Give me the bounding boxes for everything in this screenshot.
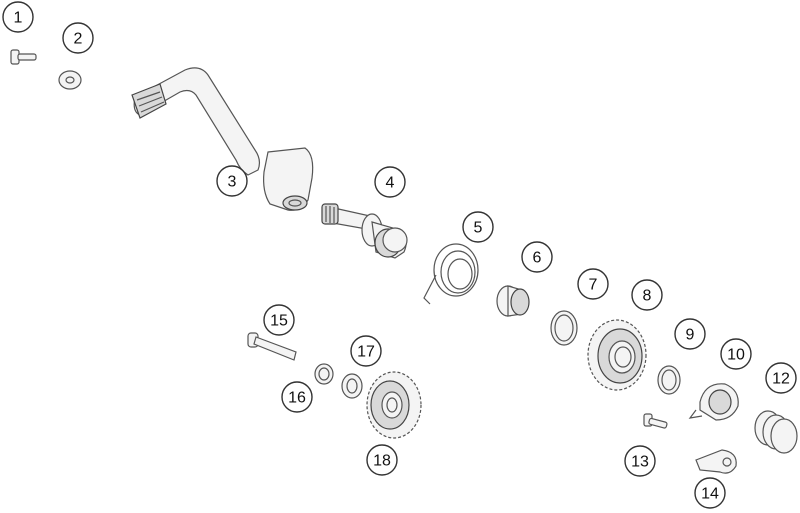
part-6-bushing xyxy=(496,285,530,317)
callout-label: 8 xyxy=(643,288,652,305)
callout-1: 1 xyxy=(2,1,34,33)
part-12-spring xyxy=(754,410,798,454)
part-15-bolt xyxy=(247,332,297,361)
callout-circle xyxy=(216,165,248,197)
callout-circle xyxy=(674,318,706,350)
part-16-washer xyxy=(314,363,334,385)
callout-label: 6 xyxy=(533,250,542,267)
callout-label: 16 xyxy=(288,390,306,407)
callout-4: 4 xyxy=(374,166,406,198)
callout-circle xyxy=(720,338,752,370)
callout-circle xyxy=(281,381,313,413)
part-4-kickstart-shaft xyxy=(321,203,408,259)
callout-circle xyxy=(624,445,656,477)
part-2-washer xyxy=(58,70,82,90)
part-8-kickstart-gear xyxy=(587,319,647,391)
part-17-washer xyxy=(341,373,363,399)
callout-circle xyxy=(366,444,398,476)
part-1-bolt xyxy=(10,49,37,65)
callout-8: 8 xyxy=(631,279,663,311)
callout-circle xyxy=(374,166,406,198)
part-5-spring xyxy=(423,243,479,305)
callout-circle xyxy=(577,268,609,300)
callout-label: 7 xyxy=(589,277,598,294)
part-9-ring xyxy=(657,365,681,395)
callout-7: 7 xyxy=(577,268,609,300)
callout-circle xyxy=(350,335,382,367)
callout-label: 10 xyxy=(727,347,745,364)
callout-label: 3 xyxy=(228,174,237,191)
callout-15: 15 xyxy=(263,304,295,336)
part-14-stop-plate xyxy=(695,449,737,474)
callout-label: 5 xyxy=(474,220,483,237)
callout-13: 13 xyxy=(624,445,656,477)
callout-circle xyxy=(462,211,494,243)
part-10-guide xyxy=(688,383,739,421)
callout-label: 17 xyxy=(357,344,375,361)
callout-circle xyxy=(263,304,295,336)
callout-17: 17 xyxy=(350,335,382,367)
callout-label: 13 xyxy=(631,454,649,471)
part-18-gear xyxy=(366,371,422,439)
callout-circle xyxy=(62,22,94,54)
callout-5: 5 xyxy=(462,211,494,243)
part-13-bolt xyxy=(643,413,668,429)
callout-circle xyxy=(2,1,34,33)
callout-label: 12 xyxy=(772,371,790,388)
callout-label: 15 xyxy=(270,313,288,330)
callout-3: 3 xyxy=(216,165,248,197)
callout-label: 1 xyxy=(14,10,23,27)
callout-circle xyxy=(694,477,726,509)
callout-16: 16 xyxy=(281,381,313,413)
callout-10: 10 xyxy=(720,338,752,370)
callout-6: 6 xyxy=(521,241,553,273)
callout-label: 9 xyxy=(686,327,695,344)
callout-14: 14 xyxy=(694,477,726,509)
callout-circle xyxy=(521,241,553,273)
part-7-washer xyxy=(550,310,578,346)
callout-circle xyxy=(631,279,663,311)
callout-9: 9 xyxy=(674,318,706,350)
callout-label: 18 xyxy=(373,453,391,470)
callout-circle xyxy=(765,362,797,394)
callout-label: 14 xyxy=(701,486,719,503)
callout-label: 4 xyxy=(386,175,395,192)
callout-18: 18 xyxy=(366,444,398,476)
callout-2: 2 xyxy=(62,22,94,54)
callout-12: 12 xyxy=(765,362,797,394)
callout-label: 2 xyxy=(74,31,83,48)
